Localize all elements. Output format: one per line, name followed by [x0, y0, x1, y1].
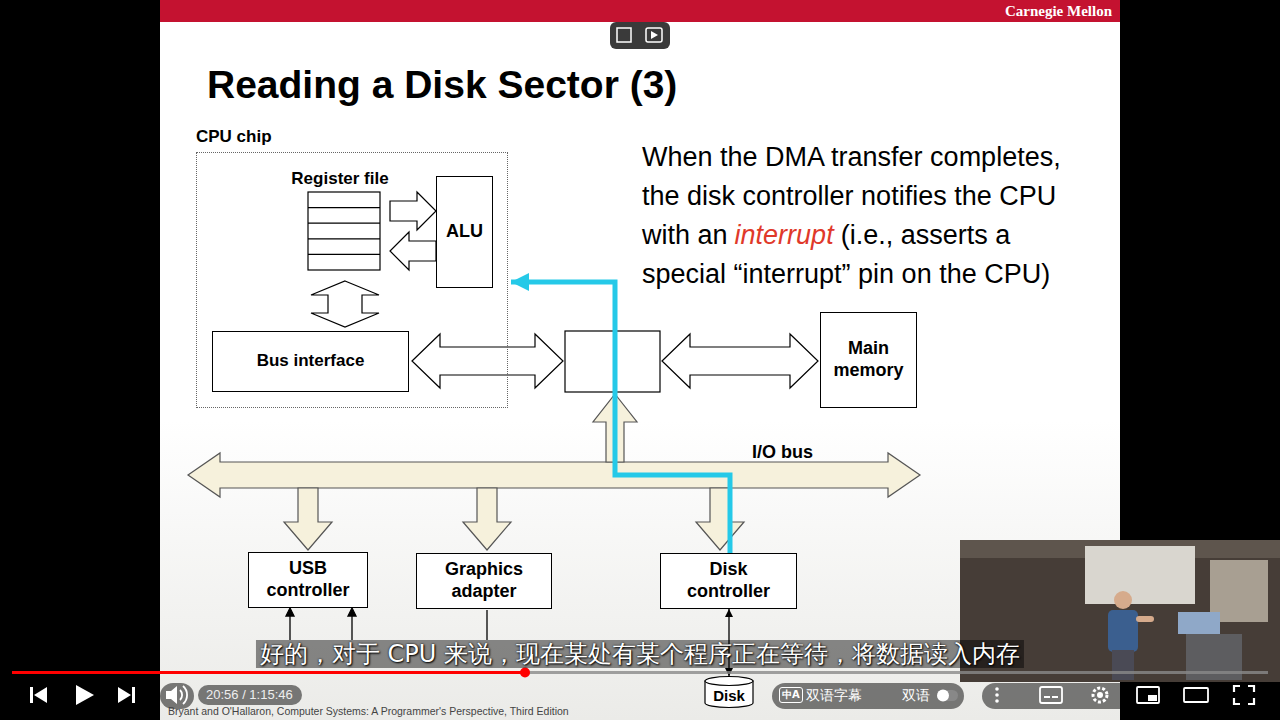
bus-arrow [463, 488, 511, 550]
clip-icon [646, 28, 662, 42]
node-label: Main memory [827, 338, 910, 381]
progress-handle [520, 668, 530, 678]
play-icon [76, 685, 94, 705]
header-bar [160, 0, 1120, 22]
more-icon [995, 693, 999, 697]
node-label: Disk controller [675, 559, 782, 602]
device-wire [486, 610, 487, 640]
theater-icon [1184, 688, 1208, 702]
bus-label: I/O bus [752, 442, 813, 463]
time-display: 20:56 / 1:15:46 [206, 687, 293, 703]
bus-arrow [696, 488, 744, 550]
lecturer-head [1114, 591, 1132, 609]
device-wire [289, 614, 290, 640]
more-icon [995, 699, 999, 703]
hollow-arrow [412, 334, 563, 388]
interrupt-path [511, 282, 730, 553]
lecturer-legs [1112, 650, 1134, 680]
node-label: Graphics adapter [425, 559, 543, 602]
loop-icon [617, 28, 631, 42]
toggle-track [938, 690, 958, 701]
io-bus [188, 394, 920, 550]
register-divider [308, 223, 380, 224]
progress-bar [12, 668, 1268, 678]
more-icon [995, 687, 999, 691]
chip-heading: CPU chip [196, 127, 272, 147]
register-cells [308, 192, 380, 270]
previous-icon [30, 687, 33, 703]
register-divider [308, 207, 380, 208]
control-pill [772, 683, 964, 709]
miniplayer-icon [1148, 695, 1157, 701]
subtitle: 好的，对于 CPU 来说，现在某处有某个程序正在等待，将数据读入内存 [256, 640, 1024, 668]
disk-controller-box: Disk controller [660, 553, 797, 609]
disk-cylinder: Disk [704, 676, 754, 708]
settings-icon [1093, 688, 1107, 702]
register-divider [308, 238, 380, 239]
settings-icon [1097, 692, 1103, 698]
hollow-arrow [390, 192, 436, 230]
slide-title: Reading a Disk Sector (3) [207, 63, 677, 107]
progress-track [12, 671, 1268, 674]
graphics-adapter-box: Graphics adapter [416, 553, 552, 609]
previous-icon [34, 687, 47, 703]
node-label: Bus interface [257, 351, 365, 371]
lecturer-arm [1136, 616, 1154, 622]
wire-head [348, 608, 356, 616]
projection-screen [1085, 546, 1195, 604]
control-pill [610, 22, 670, 49]
alu-box: ALU [436, 176, 493, 288]
cylinder-top [705, 677, 753, 686]
cpu-chip-box: Register fileALUBus interfaceCPU chip [196, 152, 508, 408]
volume-icon [166, 686, 177, 704]
laptop [1178, 612, 1220, 634]
top-controls [610, 22, 670, 49]
register-divider [308, 254, 380, 255]
usb-controller-box: USB controller [248, 552, 368, 608]
slide-emphasis: interrupt [735, 220, 834, 250]
captions-icon [1052, 696, 1058, 698]
device-wires [286, 608, 487, 640]
clip-icon [651, 31, 658, 39]
hollow-arrow [662, 334, 818, 388]
subtitle-toggle: 双语 [902, 686, 930, 704]
fullscreen-icon [1234, 686, 1254, 704]
next-icon [118, 687, 131, 703]
volume-icon [180, 690, 182, 700]
next-icon [132, 687, 135, 703]
captions-icon [1040, 687, 1062, 703]
bus-arrow [284, 488, 332, 550]
lecturer-body [1108, 610, 1138, 652]
caption-badge: 中A [779, 687, 803, 703]
node-label: Register file [291, 169, 388, 189]
volume-icon [183, 686, 187, 704]
institution-banner: Carnegie Mellon [960, 3, 1112, 20]
captions-icon [1044, 696, 1050, 698]
control-pill [198, 685, 302, 705]
slide-footer: Bryant and O'Hallaron, Computer Systems:… [168, 706, 569, 717]
hollow-arrow [390, 232, 436, 270]
node-label: ALU [446, 221, 483, 243]
miniplayer-icon [1137, 687, 1159, 703]
hollow-arrow [311, 281, 379, 327]
progress-played [12, 671, 525, 674]
slide-paragraph: When the DMA transfer completes, the dis… [642, 138, 1082, 294]
node-label: USB controller [257, 558, 359, 601]
register-cell [308, 192, 380, 270]
control-pill [982, 683, 1268, 709]
toggle-knob [937, 690, 949, 702]
node-label: Disk [713, 687, 745, 705]
main-memory-box: Main memory [820, 312, 917, 408]
device-wire [351, 614, 352, 640]
bus-interface-box: Bus interface [212, 331, 409, 392]
register-file: Register file [284, 166, 396, 274]
wire-head [286, 608, 294, 616]
subtitle-button: 双语字幕 [806, 686, 862, 704]
